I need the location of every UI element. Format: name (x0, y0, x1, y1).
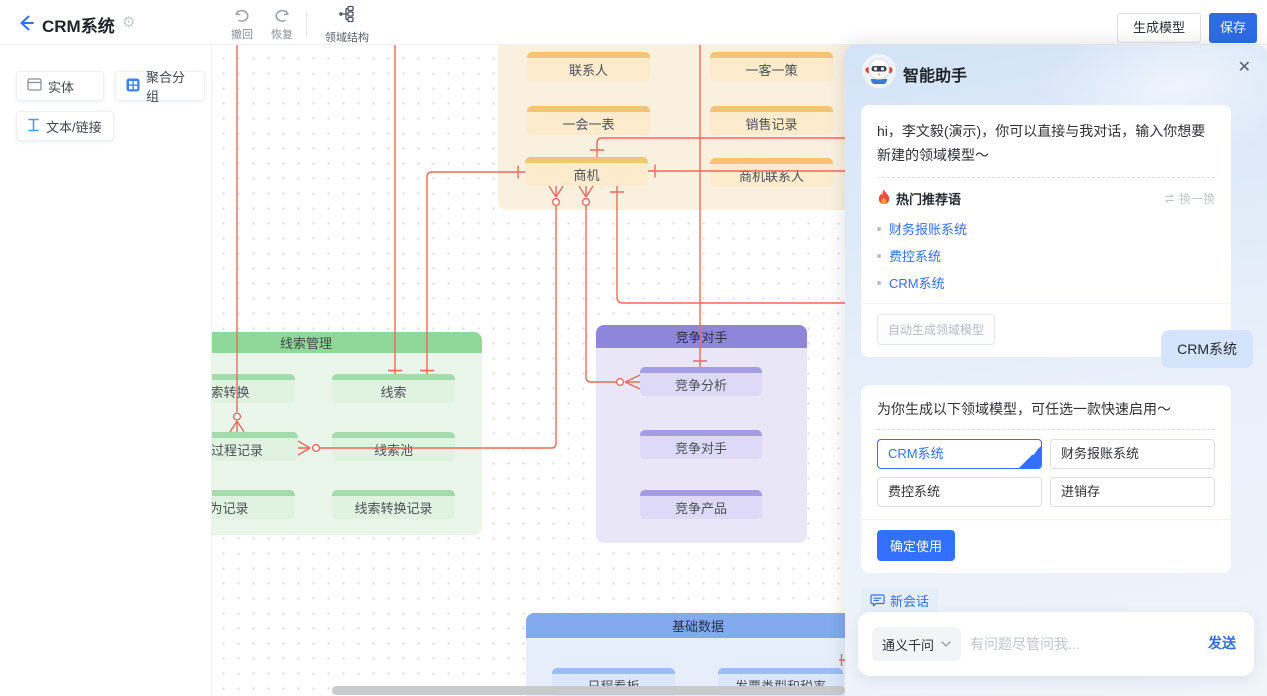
tool-text-link[interactable]: 文本/链接 (16, 111, 114, 141)
send-button[interactable]: 发送 (1208, 635, 1236, 651)
divider (861, 303, 1231, 304)
check-icon: ✓ (1030, 448, 1039, 459)
generate-model-button[interactable]: 生成模型 (1117, 13, 1201, 43)
gear-icon[interactable]: ⚙ (122, 14, 136, 31)
assistant-title: 智能助手 (903, 68, 968, 85)
entity-card[interactable]: 联系人 (527, 52, 650, 81)
divider (877, 177, 1215, 178)
text-link-icon (27, 118, 40, 135)
refresh-suggestions-button[interactable]: 换一换 (1163, 190, 1215, 207)
auto-generate-button[interactable]: 自动生成领域模型 (877, 314, 996, 345)
entity-card[interactable]: 行为记录 (212, 490, 295, 519)
entity-card[interactable]: 一客一策 (710, 52, 833, 81)
assistant-avatar (861, 53, 897, 89)
undo-icon (220, 7, 264, 25)
entity-label: 线索池 (373, 442, 413, 458)
confirm-use-button[interactable]: 确定使用 (877, 530, 956, 561)
selected-corner (1019, 446, 1041, 468)
chat-input[interactable] (970, 630, 1160, 658)
entity-label: 竞争分析 (674, 377, 727, 393)
divider (877, 429, 1215, 430)
entity-label: 一会一表 (562, 116, 615, 132)
entity-card[interactable]: 竞争对手 (640, 430, 762, 459)
flame-icon (877, 189, 891, 208)
entity-icon (27, 78, 42, 94)
aggregate-group-icon (126, 78, 140, 95)
back-icon[interactable] (16, 13, 36, 33)
undo-button[interactable]: 撤回 (220, 5, 264, 42)
entity-card[interactable]: 线索转换记录 (332, 490, 455, 519)
tool-label: 聚合分组 (146, 70, 186, 104)
entity-label: 联系人 (568, 62, 608, 78)
model-options-card: 为你生成以下领域模型，可任选一款快速启用～ CRM系统 ✓ 财务报账系统 费控系… (861, 385, 1231, 573)
save-button[interactable]: 保存 (1209, 13, 1257, 43)
tool-label: 实体 (48, 79, 75, 95)
suggestion-link[interactable]: CRM系统 (877, 270, 1215, 295)
group-title[interactable]: 基础数据 (526, 613, 870, 638)
chat-input-card: 通义千问 发送 (858, 612, 1254, 676)
entity-card[interactable]: 商机 (525, 157, 648, 186)
tool-entity[interactable]: 实体 (16, 71, 104, 101)
redo-button[interactable]: 恢复 (260, 5, 304, 42)
redo-icon (260, 7, 304, 25)
entity-card[interactable]: 竞争产品 (640, 490, 762, 519)
model-option[interactable]: 进销存 (1050, 477, 1215, 507)
entity-card[interactable]: 一会一表 (527, 106, 650, 135)
model-select[interactable]: 通义千问 (872, 627, 962, 661)
entity-label: 竞争对手 (674, 440, 727, 456)
tool-aggregate-group[interactable]: 聚合分组 (115, 70, 205, 104)
tool-label: 文本/链接 (46, 119, 102, 135)
new-session-button[interactable]: 新会话 (861, 588, 939, 613)
entity-label: 竞争产品 (674, 500, 727, 516)
suggestion-link[interactable]: 费控系统 (877, 243, 1215, 268)
model-option-selected[interactable]: CRM系统 ✓ (877, 439, 1042, 469)
toolbar-divider (306, 11, 307, 35)
entity-label: 线索转换 (212, 384, 250, 400)
horizontal-scrollbar[interactable] (332, 686, 845, 695)
entity-label: 行为记录 (212, 500, 249, 516)
swap-icon (1164, 193, 1175, 204)
model-option[interactable]: 财务报账系统 (1050, 439, 1215, 469)
toolbox-sidebar: 实体 聚合分组 文本/链接 (0, 45, 212, 696)
entity-label: 跟进过程记录 (212, 442, 263, 458)
hot-suggestions-title: 热门推荐语 (896, 192, 962, 207)
user-message-bubble: CRM系统 (1161, 330, 1253, 368)
group-title[interactable]: 竞争对手 (596, 325, 807, 348)
entity-label: 一客一策 (745, 62, 798, 78)
undo-label: 撤回 (231, 29, 253, 41)
entity-card[interactable]: 线索 (332, 374, 455, 403)
chat-bubble-icon (870, 594, 885, 607)
model-prompt: 为你生成以下领域模型，可任选一款快速启用～ (877, 401, 1171, 417)
entity-card[interactable]: 竞争分析 (640, 367, 762, 396)
ai-assistant-panel: 智能助手 ✕ hi，李文毅(演示)，你可以直接与我对话，输入你想要新建的领域模型… (845, 45, 1267, 696)
divider (861, 519, 1231, 520)
entity-card[interactable]: 线索池 (332, 432, 455, 461)
entity-label: 商机 (573, 167, 600, 183)
topbar: CRM系统 ⚙ 撤回 恢复 领域结构 生成模型 保存 (0, 0, 1267, 45)
domain-structure-icon (337, 5, 357, 27)
entity-card[interactable]: 跟进过程记录 (212, 432, 298, 461)
model-option[interactable]: 费控系统 (877, 477, 1042, 507)
entity-card[interactable]: 线索转换 (212, 374, 295, 403)
suggestion-link[interactable]: 财务报账系统 (877, 216, 1215, 241)
group-title[interactable]: 线索管理 (212, 332, 482, 353)
entity-label: 线索 (380, 384, 407, 400)
redo-label: 恢复 (271, 29, 293, 41)
entity-card[interactable]: 销售记录 (710, 106, 833, 135)
page-title: CRM系统 (42, 17, 115, 36)
close-icon[interactable]: ✕ (1237, 59, 1251, 76)
entity-card[interactable]: 商机联系人 (710, 158, 833, 187)
entity-label: 商机联系人 (738, 168, 804, 184)
entity-label: 销售记录 (745, 116, 798, 132)
domain-structure-label: 领域结构 (325, 32, 369, 44)
assistant-message-card: hi，李文毅(演示)，你可以直接与我对话，输入你想要新建的领域模型～ 热门推荐语… (861, 105, 1231, 357)
assistant-greeting: hi，李文毅(演示)，你可以直接与我对话，输入你想要新建的领域模型～ (877, 123, 1206, 163)
chevron-down-icon (941, 641, 951, 647)
domain-structure-button[interactable]: 领域结构 (316, 5, 378, 45)
entity-label: 线索转换记录 (354, 500, 433, 516)
